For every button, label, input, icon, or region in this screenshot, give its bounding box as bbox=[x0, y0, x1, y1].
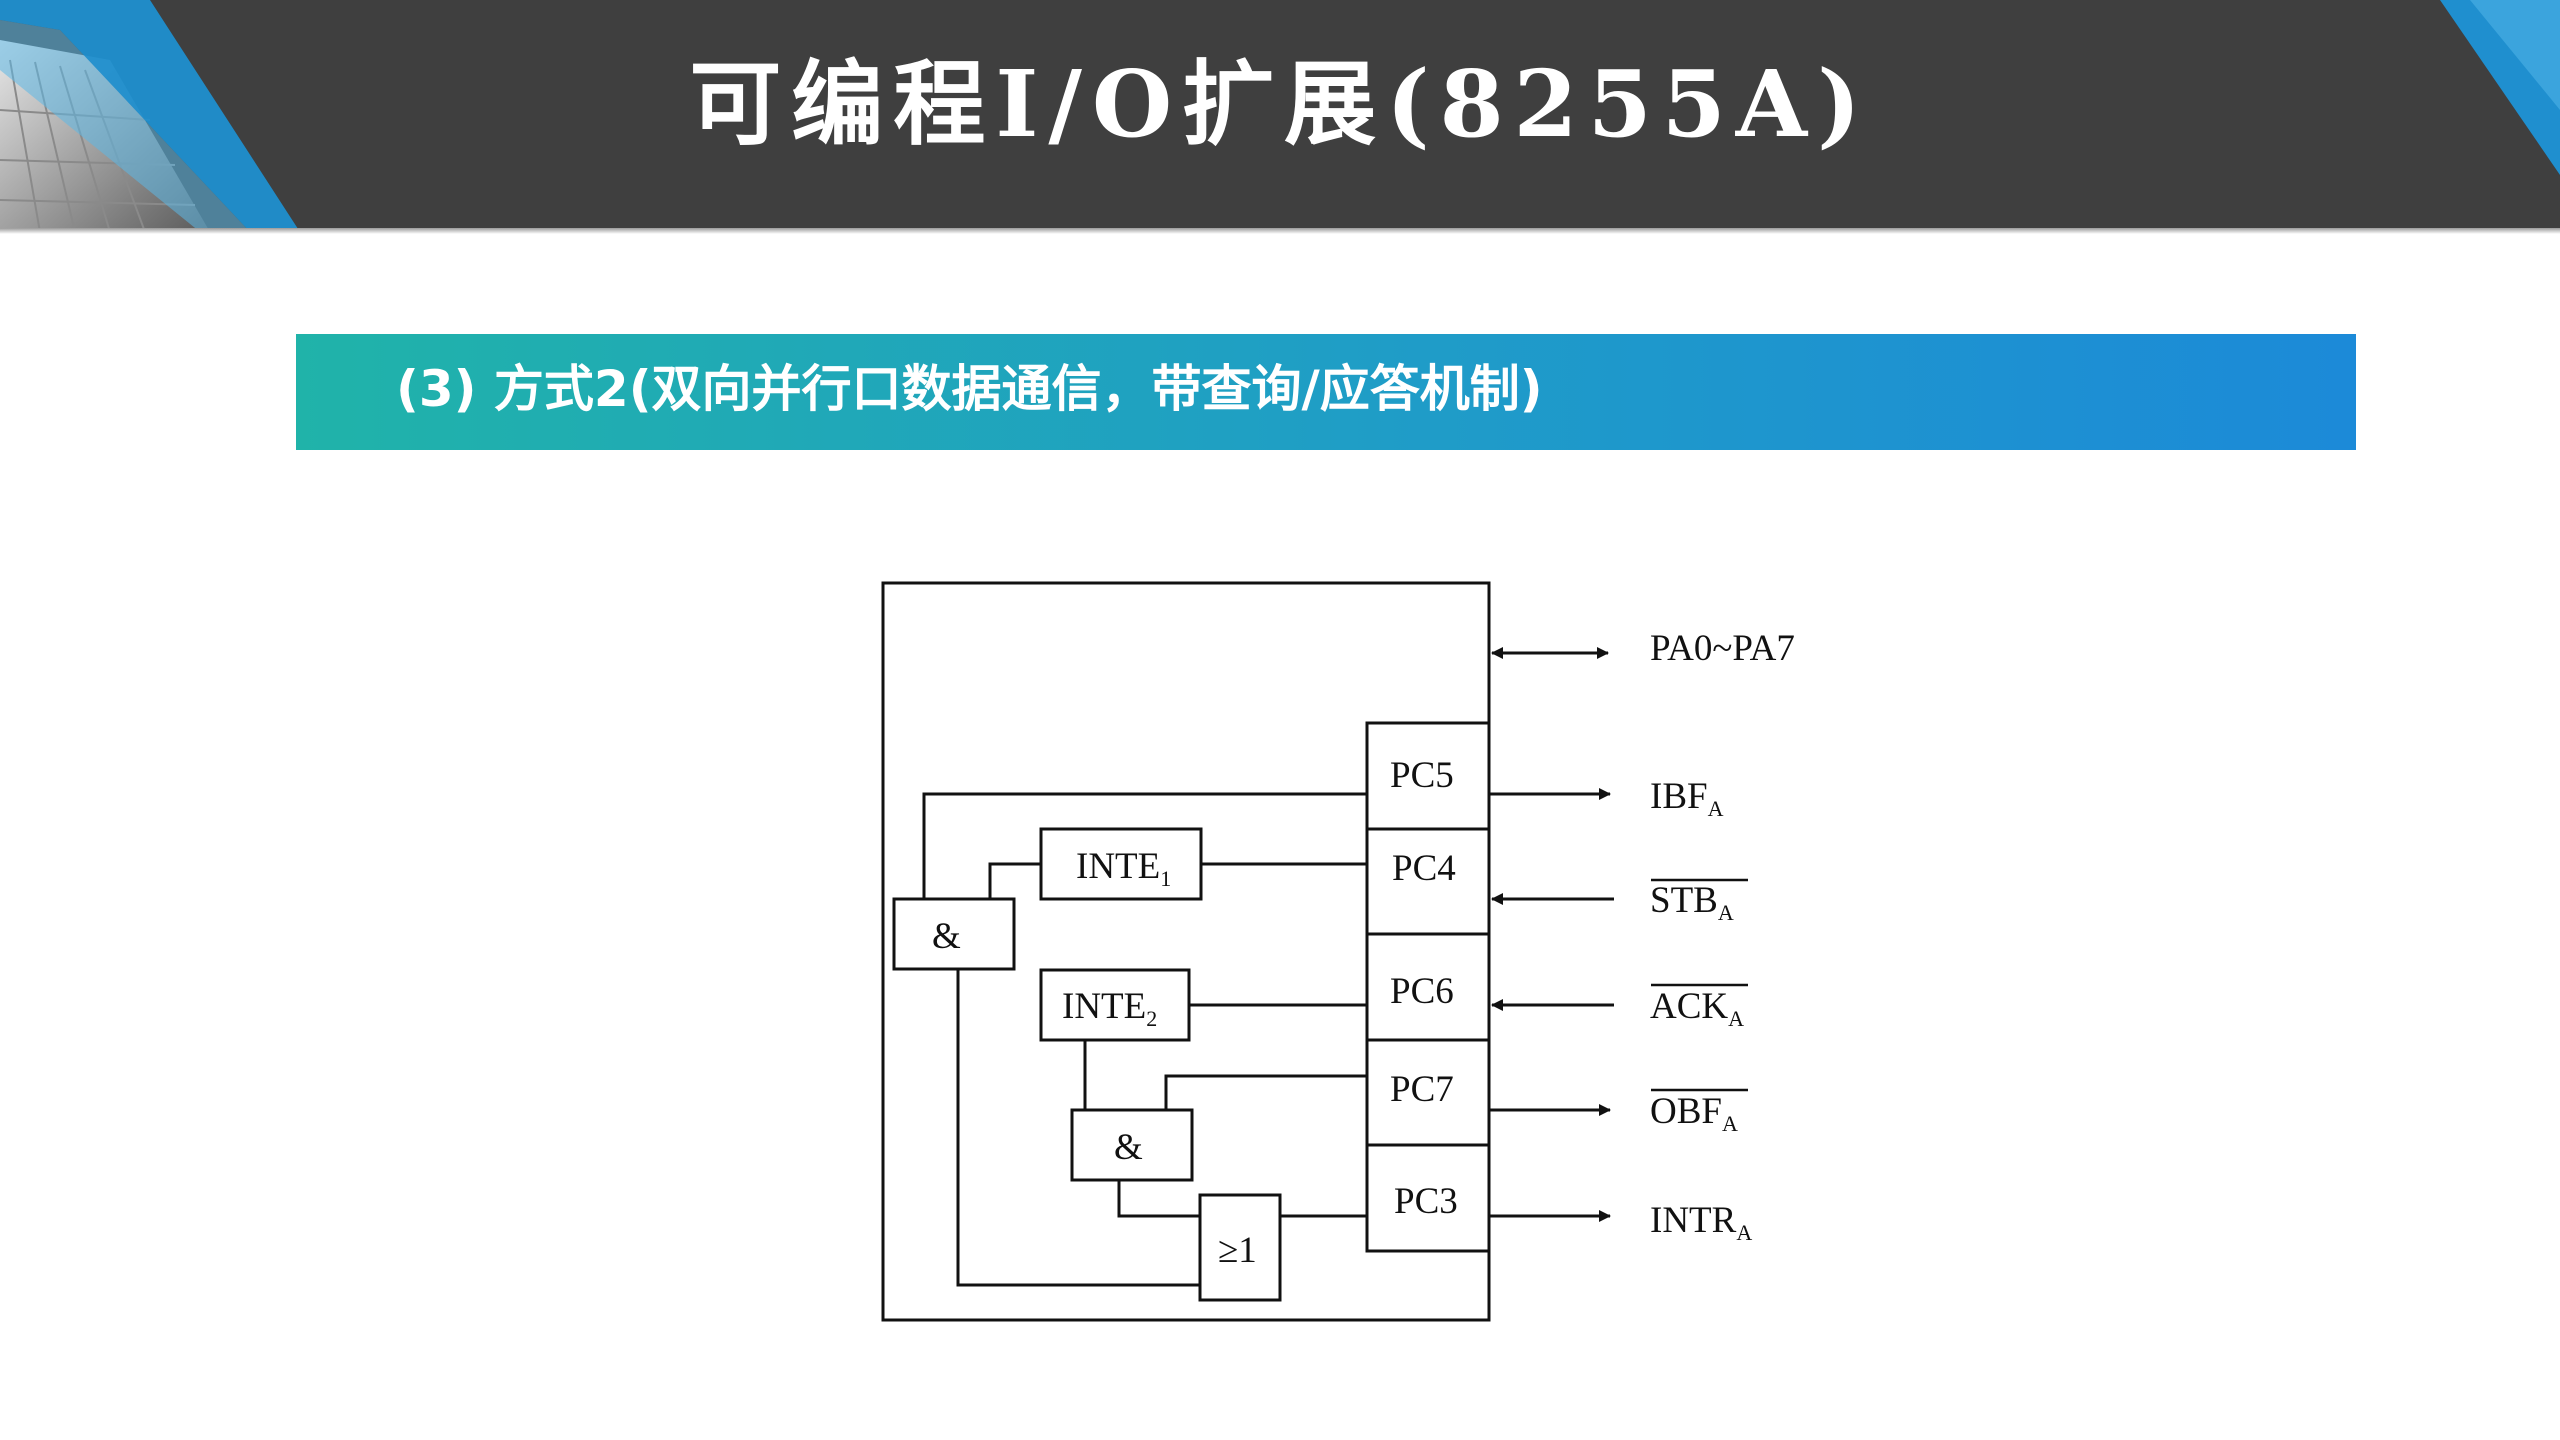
pin-label-pc6: PC6 bbox=[1390, 971, 1454, 1012]
inte2-label: INTE2 bbox=[1062, 986, 1157, 1031]
title-bar: 可编程I/O扩展(8255A) bbox=[0, 0, 2560, 232]
signal-ibf: IBFA bbox=[1650, 776, 1724, 821]
pin-label-pc3: PC3 bbox=[1394, 1181, 1458, 1222]
section-heading: (3) 方式2(双向并行口数据通信，带查询/应答机制) bbox=[396, 360, 1543, 418]
section-heading-band: (3) 方式2(双向并行口数据通信，带查询/应答机制) bbox=[296, 334, 2356, 450]
and-gate-mid-label: & bbox=[1114, 1127, 1143, 1168]
internal-wiring bbox=[922, 792, 1367, 1287]
and-gate-top-label: & bbox=[932, 916, 961, 957]
signal-pa0-pa7: PA0~PA7 bbox=[1650, 628, 1795, 669]
pin-label-pc5: PC5 bbox=[1390, 755, 1454, 796]
signal-ack: ACKA bbox=[1650, 986, 1744, 1031]
or-gate-label: ≥1 bbox=[1218, 1230, 1257, 1271]
external-signal-arrows bbox=[1489, 647, 1614, 1222]
signal-intr: INTRA bbox=[1650, 1200, 1752, 1245]
corner-accent-decoration bbox=[2440, 0, 2560, 175]
and-gate-mid bbox=[1070, 1108, 1194, 1182]
pin-label-pc7: PC7 bbox=[1390, 1069, 1454, 1110]
pin-box-pc3 bbox=[1365, 1143, 1491, 1253]
pin-box-pc6 bbox=[1365, 932, 1491, 1042]
building-photo-decoration bbox=[0, 0, 300, 232]
header-divider bbox=[0, 228, 2560, 234]
inte1-label: INTE1 bbox=[1076, 846, 1171, 891]
pin-label-pc4: PC4 bbox=[1392, 848, 1456, 889]
page-title: 可编程I/O扩展(8255A) bbox=[689, 50, 1871, 158]
and-gate-top bbox=[892, 897, 1016, 971]
or-gate bbox=[1198, 1193, 1282, 1302]
signal-stb: STBA bbox=[1650, 880, 1734, 925]
inte1-latch bbox=[1039, 827, 1203, 901]
signal-obf: OBFA bbox=[1650, 1091, 1738, 1136]
pin-column: PC5 PC4 PC6 PC7 PC3 bbox=[1365, 721, 1491, 1253]
